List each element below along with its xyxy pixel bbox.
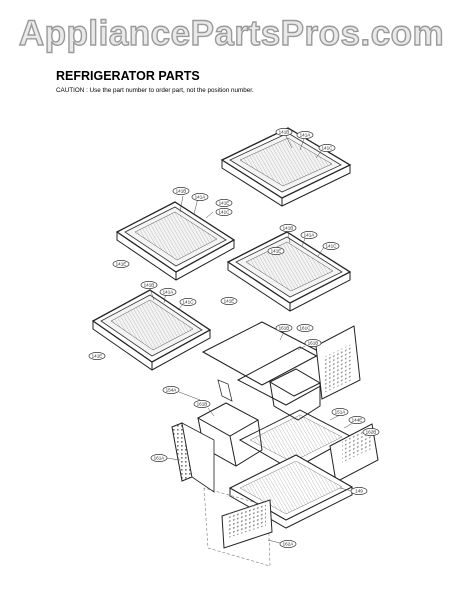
svg-text:141E: 141E	[219, 201, 230, 206]
svg-text:141A: 141A	[304, 233, 316, 238]
callout-141a-s3: 141A	[300, 231, 318, 239]
callout-161b-c: 161B	[193, 400, 211, 408]
svg-text:141A: 141A	[300, 133, 312, 138]
callout-144e: 144E	[348, 416, 366, 424]
watermark: AppliancePartsPros.com	[18, 13, 445, 53]
page-title: REFRIGERATOR PARTS	[56, 69, 200, 83]
svg-text:149: 149	[355, 489, 363, 494]
svg-text:141E: 141E	[224, 299, 235, 304]
shelf-assembly-left-lower	[91, 289, 212, 371]
svg-text:141C: 141C	[322, 146, 334, 151]
shelf-assembly-right-middle	[226, 231, 352, 312]
callout-141b-s1: 141B	[275, 128, 293, 136]
svg-text:141A: 141A	[195, 195, 207, 200]
svg-text:154A: 154A	[166, 388, 178, 393]
callout-149: 149	[350, 487, 368, 495]
callout-141e-s5: 141E	[267, 247, 285, 255]
callout-141a-s2: 141A	[191, 193, 209, 201]
svg-text:141B: 141B	[144, 283, 155, 288]
callout-161b-b: 161B	[304, 339, 322, 347]
svg-text:141C: 141C	[219, 210, 231, 215]
svg-text:141A: 141A	[163, 290, 175, 295]
callout-141e-s4: 141E	[88, 352, 106, 360]
callout-141e-s2a: 141E	[215, 199, 233, 207]
svg-text:141B: 141B	[279, 130, 290, 135]
svg-text:141C: 141C	[183, 300, 195, 305]
shelf-assembly-left-upper	[115, 201, 236, 281]
callout-141c-s4: 141C	[179, 298, 197, 306]
callout-141b-s4: 141B	[140, 281, 158, 289]
svg-text:144E: 144E	[352, 418, 363, 423]
caution-note: CAUTION : Use the part number to order p…	[56, 87, 254, 94]
callout-162b: 162B	[362, 428, 380, 436]
callout-141c-s3: 141C	[322, 242, 340, 250]
callout-141c-s1: 141C	[318, 144, 336, 152]
callout-141e-s2b: 141E	[112, 260, 130, 268]
callout-141a-s1: 141A	[296, 131, 314, 139]
callout-141c-s2: 141C	[215, 208, 233, 216]
crisper-assembly	[171, 321, 379, 567]
leader-lines	[149, 135, 354, 544]
svg-text:141B: 141B	[283, 226, 294, 231]
svg-text:161B: 161B	[308, 341, 319, 346]
svg-text:161B: 161B	[279, 326, 290, 331]
svg-text:162B: 162B	[366, 430, 377, 435]
callout-154a: 154A	[162, 386, 180, 394]
callout-161a: 161A	[150, 454, 168, 462]
callout-141a-s4: 141A	[159, 288, 177, 296]
svg-text:141E: 141E	[92, 354, 103, 359]
callout-141b-s2: 141B	[172, 187, 190, 195]
svg-text:141E: 141E	[116, 262, 127, 267]
svg-text:162A: 162A	[283, 542, 295, 547]
svg-text:161A: 161A	[154, 456, 166, 461]
svg-text:161B: 161B	[197, 402, 208, 407]
svg-text:161C: 161C	[300, 326, 312, 331]
callout-162a: 162A	[279, 540, 297, 548]
shelf-assembly-top-right	[220, 127, 352, 207]
callout-151a: 151A	[331, 408, 349, 416]
svg-text:151A: 151A	[335, 410, 347, 415]
callout-141e-s3: 141E	[220, 297, 238, 305]
callout-141b-s3: 141B	[279, 224, 297, 232]
svg-text:141E: 141E	[271, 249, 282, 254]
svg-text:141B: 141B	[176, 189, 187, 194]
callout-161b-a: 161B	[275, 324, 293, 332]
svg-text:141C: 141C	[326, 244, 338, 249]
callout-161c: 161C	[296, 324, 314, 332]
